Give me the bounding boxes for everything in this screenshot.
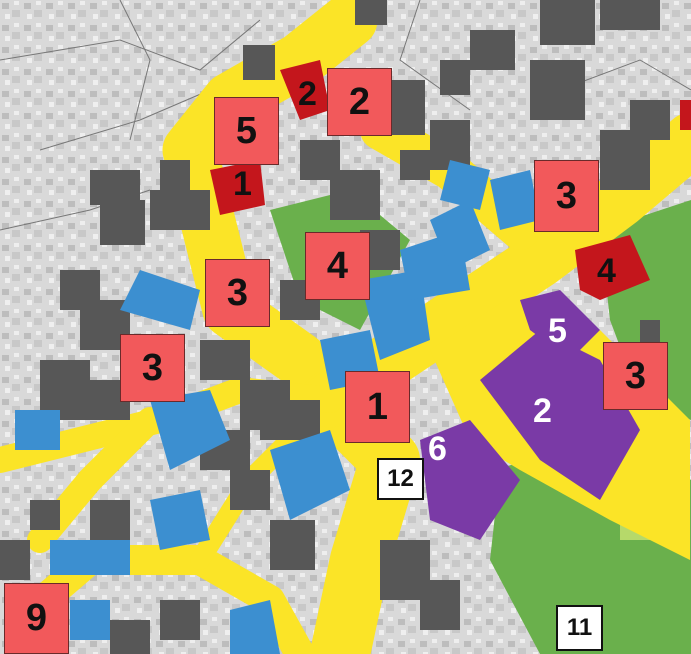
map-label[interactable]: 2 bbox=[327, 68, 392, 136]
purple-building-number: 5 bbox=[548, 312, 567, 350]
boxed-map-label[interactable]: 11 bbox=[556, 605, 603, 651]
purple-building-number: 6 bbox=[428, 430, 447, 468]
red-buildings bbox=[210, 60, 691, 300]
purple-buildings bbox=[420, 290, 640, 540]
map-label[interactable]: 1 bbox=[345, 371, 410, 443]
red-building-number: 1 bbox=[233, 165, 252, 203]
map-label[interactable]: 9 bbox=[4, 583, 69, 654]
map-label[interactable]: 3 bbox=[534, 160, 599, 232]
red-building-number: 4 bbox=[597, 252, 616, 290]
blue-buildings bbox=[15, 160, 540, 654]
map-label[interactable]: 3 bbox=[603, 342, 668, 410]
red-building-number: 2 bbox=[298, 75, 317, 113]
map-label[interactable]: 3 bbox=[120, 334, 185, 402]
parcel-lines bbox=[0, 0, 691, 231]
map-label[interactable]: 5 bbox=[214, 97, 279, 165]
boxed-map-label[interactable]: 12 bbox=[377, 458, 424, 500]
map-label[interactable]: 4 bbox=[305, 232, 370, 300]
purple-building-number: 2 bbox=[533, 392, 552, 430]
map-label[interactable]: 3 bbox=[205, 259, 270, 327]
dark-buildings bbox=[0, 0, 670, 654]
